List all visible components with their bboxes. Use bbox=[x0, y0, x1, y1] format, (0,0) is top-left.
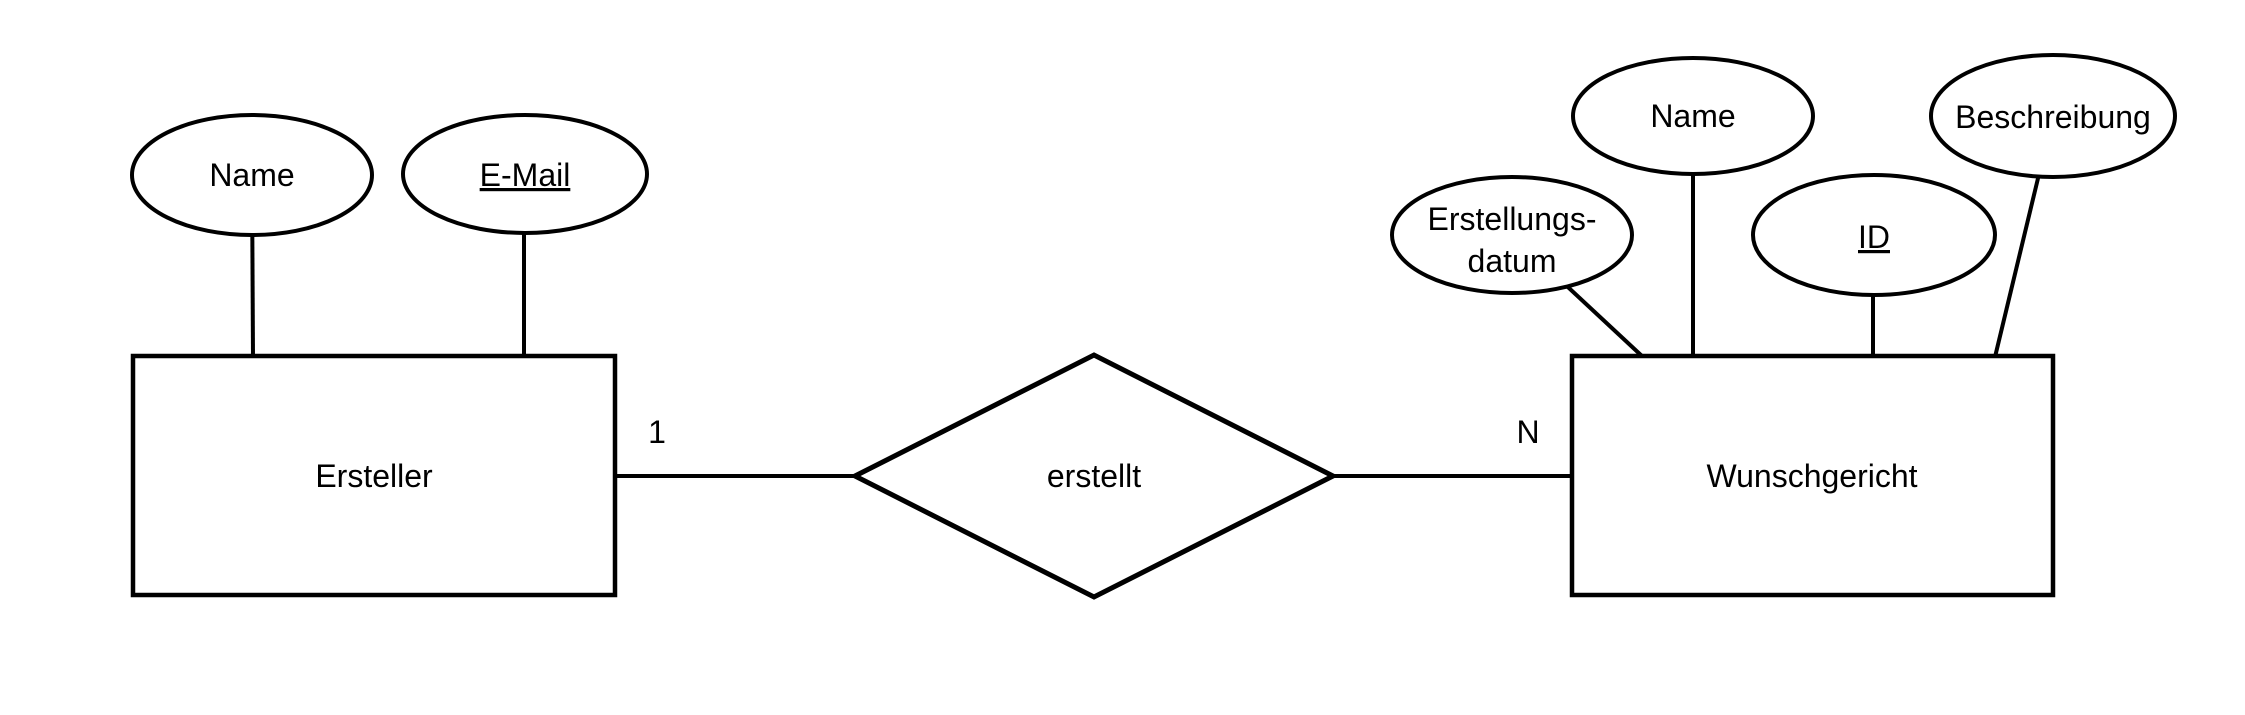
attribute-wunschgericht-name-label: Name bbox=[1650, 98, 1735, 134]
entity-ersteller-label: Ersteller bbox=[315, 458, 433, 494]
attribute-wunschgericht-id-label: ID bbox=[1858, 219, 1890, 255]
relationship-erstellt-label: erstellt bbox=[1047, 458, 1141, 494]
attribute-wunschgericht-name-ellipse bbox=[1571, 56, 1815, 176]
attribute-wunschgericht-id-ellipse bbox=[1751, 173, 1997, 297]
entity-wunschgericht-label: Wunschgericht bbox=[1706, 458, 1917, 494]
attribute-wunschgericht-erstellungsdatum-label-line2: datum bbox=[1468, 243, 1557, 279]
attribute-ersteller-email-label: E-Mail bbox=[480, 157, 571, 193]
attribute-wunschgericht-beschreibung-label: Beschreibung bbox=[1955, 99, 2151, 135]
attribute-ersteller-name-ellipse bbox=[130, 113, 374, 237]
attribute-wunschgericht-erstellungsdatum-ellipse bbox=[1390, 175, 1634, 295]
relationship-erstellt-diamond bbox=[849, 352, 1339, 600]
cardinality-n-label: N bbox=[1516, 414, 1539, 450]
entity-ersteller-box bbox=[130, 353, 618, 598]
attribute-wunschgericht-erstellungsdatum-label-line1: Erstellungs- bbox=[1428, 201, 1597, 237]
cardinality-1-label: 1 bbox=[648, 414, 666, 450]
attribute-ersteller-email-ellipse bbox=[401, 113, 649, 235]
attribute-wunschgericht-beschreibung-ellipse bbox=[1929, 53, 2177, 179]
entity-wunschgericht-box bbox=[1569, 353, 2056, 598]
attribute-ersteller-name-label: Name bbox=[209, 157, 294, 193]
